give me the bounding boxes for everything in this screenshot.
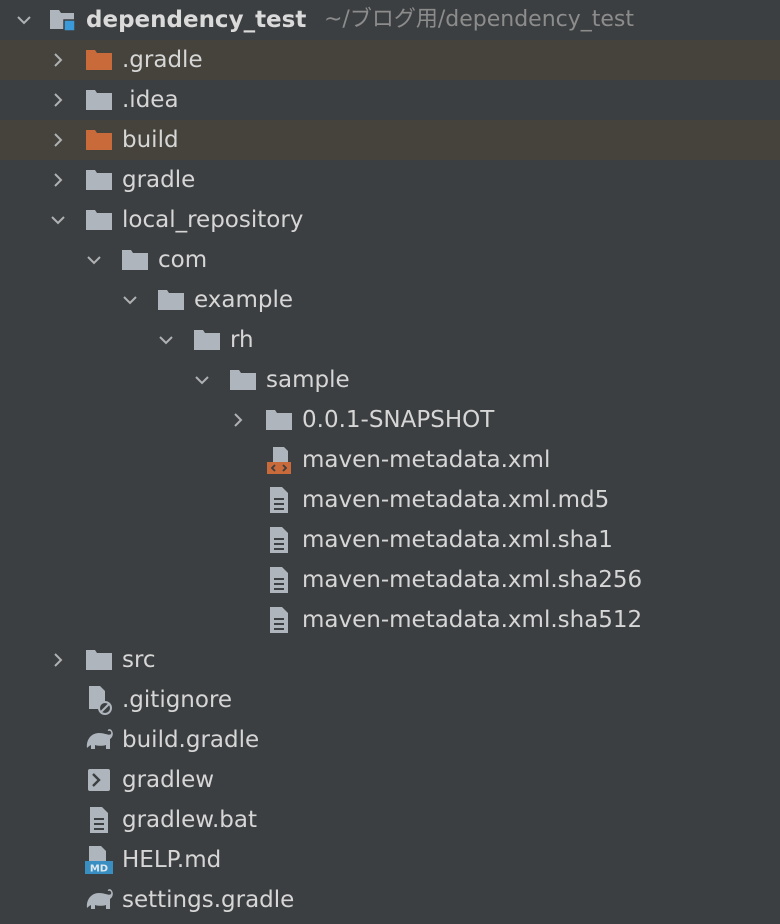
tree-row-maven-metadata-sha1[interactable]: maven-metadata.xml.sha1 [0,520,780,560]
text-file-icon [264,560,294,600]
tree-row-gradle[interactable]: gradle [0,160,780,200]
excluded-folder-icon [84,120,114,160]
tree-row-idea[interactable]: .idea [0,80,780,120]
tree-item-label: gradlew.bat [122,807,258,833]
tree-row-snapshot[interactable]: 0.0.1-SNAPSHOT [0,400,780,440]
chevron-right-icon[interactable] [46,120,70,160]
tree-row-maven-metadata-sha256[interactable]: maven-metadata.xml.sha256 [0,560,780,600]
chevron-right-icon[interactable] [226,400,250,440]
chevron-right-icon[interactable] [46,40,70,80]
tree-row-gitignore[interactable]: .gitignore [0,680,780,720]
chevron-right-icon[interactable] [46,640,70,680]
chevron-down-icon[interactable] [12,0,36,40]
tree-item-label: local_repository [122,207,304,233]
text-file-icon [84,800,114,840]
folder-icon [228,360,258,400]
folder-icon [84,80,114,120]
tree-item-label: maven-metadata.xml.sha1 [302,527,613,553]
project-path: ~/ブログ用/dependency_test [324,7,635,32]
xml-file-icon [264,440,294,480]
folder-icon [84,160,114,200]
tree-row-src[interactable]: src [0,640,780,680]
project-name: dependency_test [86,7,307,33]
folder-icon [264,400,294,440]
tree-item-label: .gradle [122,47,203,73]
shell-script-icon [84,760,114,800]
text-file-icon [264,520,294,560]
tree-row-sample[interactable]: sample [0,360,780,400]
tree-item-label: rh [230,327,254,353]
folder-icon [192,320,222,360]
text-file-icon [264,480,294,520]
tree-item-label: maven-metadata.xml [302,447,551,473]
tree-item-label: 0.0.1-SNAPSHOT [302,407,495,433]
tree-row-maven-metadata-md5[interactable]: maven-metadata.xml.md5 [0,480,780,520]
tree-row-maven-metadata-sha512[interactable]: maven-metadata.xml.sha512 [0,600,780,640]
tree-item-label: maven-metadata.xml.sha512 [302,607,643,633]
tree-row-com[interactable]: com [0,240,780,280]
tree-row-settings-gradle[interactable]: settings.gradle [0,880,780,920]
svg-text:MD: MD [90,864,108,875]
tree-item-label: gradle [122,167,196,193]
tree-row-gradlew[interactable]: gradlew [0,760,780,800]
tree-row-rh[interactable]: rh [0,320,780,360]
tree-item-label: sample [266,367,350,393]
module-folder-icon [48,0,78,40]
tree-item-label: build.gradle [122,727,260,753]
tree-row-project-root[interactable]: dependency_test ~/ブログ用/dependency_test [0,0,780,40]
excluded-folder-icon [84,40,114,80]
tree-item-label: .gitignore [122,687,233,713]
tree-item-label: src [122,647,156,673]
chevron-right-icon[interactable] [46,80,70,120]
tree-row-build[interactable]: build [0,120,780,160]
markdown-file-icon: MD [84,840,114,880]
folder-icon [84,640,114,680]
tree-row-build-gradle[interactable]: build.gradle [0,720,780,760]
folder-icon [156,280,186,320]
tree-item-label: HELP.md [122,847,222,873]
chevron-down-icon[interactable] [118,280,142,320]
gitignore-file-icon [84,680,114,720]
gradle-elephant-icon [84,880,114,920]
tree-item-label: build [122,127,179,153]
tree-item-label: maven-metadata.xml.sha256 [302,567,643,593]
chevron-down-icon[interactable] [190,360,214,400]
chevron-down-icon[interactable] [82,240,106,280]
tree-row-maven-metadata-xml[interactable]: maven-metadata.xml [0,440,780,480]
folder-icon [120,240,150,280]
text-file-icon [264,600,294,640]
chevron-down-icon[interactable] [46,200,70,240]
gradle-elephant-icon [84,720,114,760]
tree-item-label: .idea [122,87,179,113]
tree-item-label: maven-metadata.xml.md5 [302,487,610,513]
tree-row-local-repository[interactable]: local_repository [0,200,780,240]
tree-item-label: example [194,287,293,313]
tree-item-label: gradlew [122,767,215,793]
tree-row-dot-gradle[interactable]: .gradle [0,40,780,80]
chevron-down-icon[interactable] [154,320,178,360]
folder-icon [84,200,114,240]
tree-item-label: com [158,247,208,273]
tree-row-help-md[interactable]: MD HELP.md [0,840,780,880]
chevron-right-icon[interactable] [46,160,70,200]
tree-item-label: settings.gradle [122,887,295,913]
tree-row-example[interactable]: example [0,280,780,320]
tree-row-gradlew-bat[interactable]: gradlew.bat [0,800,780,840]
